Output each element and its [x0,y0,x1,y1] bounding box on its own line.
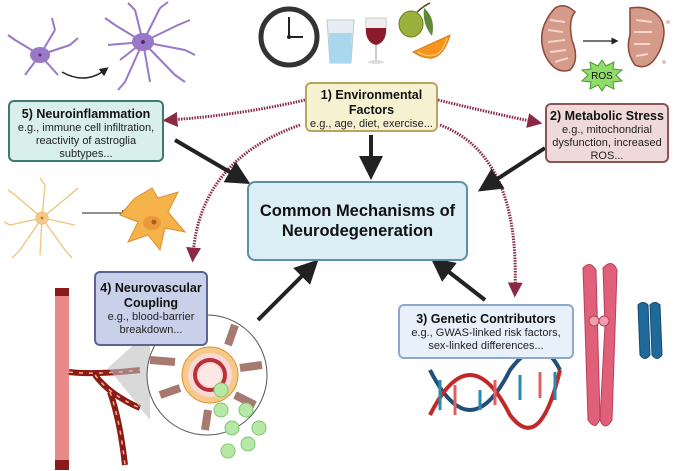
immune-cells-icon [213,382,267,459]
solid-arrow-genetic-to-center [430,257,487,302]
node-metabolic-stress: 2) Metabolic Stress e.g., mitochondrial … [545,103,669,163]
node-description: e.g., mitochondrial dysfunction, increas… [552,124,662,162]
dotted-arrow-env-to-genetic [439,123,523,298]
node-title: 1) Environmental Factors [320,88,423,117]
resting-astrocyte-icon [3,177,79,259]
resting-microglia-icon [7,17,79,76]
wine-glass-icon [365,17,387,64]
activated-microglia-icon [104,1,196,91]
ros-label: ROS [591,71,613,82]
dotted-arrow-env-to-neuroinflammation [162,98,306,127]
solid-arrow-neuroinflammation-to-center [173,138,251,185]
y-chromosome-icon [637,302,663,359]
center-node-title: Common Mechanisms of Neurodegeneration [259,202,456,240]
blood-vessel-icon [55,288,142,470]
zoom-cone [108,330,150,420]
center-node-common-mechanisms: Common Mechanisms of Neurodegeneration [247,181,468,261]
node-title: 4) Neurovascular Coupling [100,281,202,310]
node-description: e.g., blood-barrier breakdown... [107,311,195,336]
node-description: e.g., immune cell infiltration, reactivi… [17,122,155,160]
dotted-arrow-env-to-neurovascular [186,123,301,263]
dna-helix-icon [428,348,562,430]
x-chromosome-icon [582,263,618,427]
orange-slice-icon [411,34,451,59]
solid-arrow-metabolic-to-center [477,146,547,192]
node-description: e.g., age, diet, exercise... [310,118,433,130]
node-neurovascular-coupling: 4) Neurovascular Coupling e.g., blood-ba… [94,271,208,346]
olive-icon [398,2,433,38]
node-environmental-factors: 1) Environmental Factors e.g., age, diet… [305,82,438,132]
node-title: 5) Neuroinflammation [21,107,151,121]
damaged-mitochondrion-icon [627,6,670,68]
healthy-mitochondrion-icon [540,5,577,72]
node-neuroinflammation: 5) Neuroinflammation e.g., immune cell i… [8,100,164,162]
node-description: e.g., GWAS-linked risk factors, sex-link… [411,327,561,352]
dotted-arrow-env-to-metabolic [437,98,543,128]
solid-arrow-neurovascular-to-center [256,259,319,322]
node-title: 2) Metabolic Stress [550,109,664,123]
microglia-activation-arrow [61,67,109,79]
reactive-astrocyte-icon [119,187,187,252]
node-title: 3) Genetic Contributors [416,312,556,326]
clock-icon [258,6,320,68]
ros-burst-icon: ROS [580,59,624,92]
water-glass-icon [326,19,355,64]
node-genetic-contributors: 3) Genetic Contributors e.g., GWAS-linke… [398,304,574,359]
